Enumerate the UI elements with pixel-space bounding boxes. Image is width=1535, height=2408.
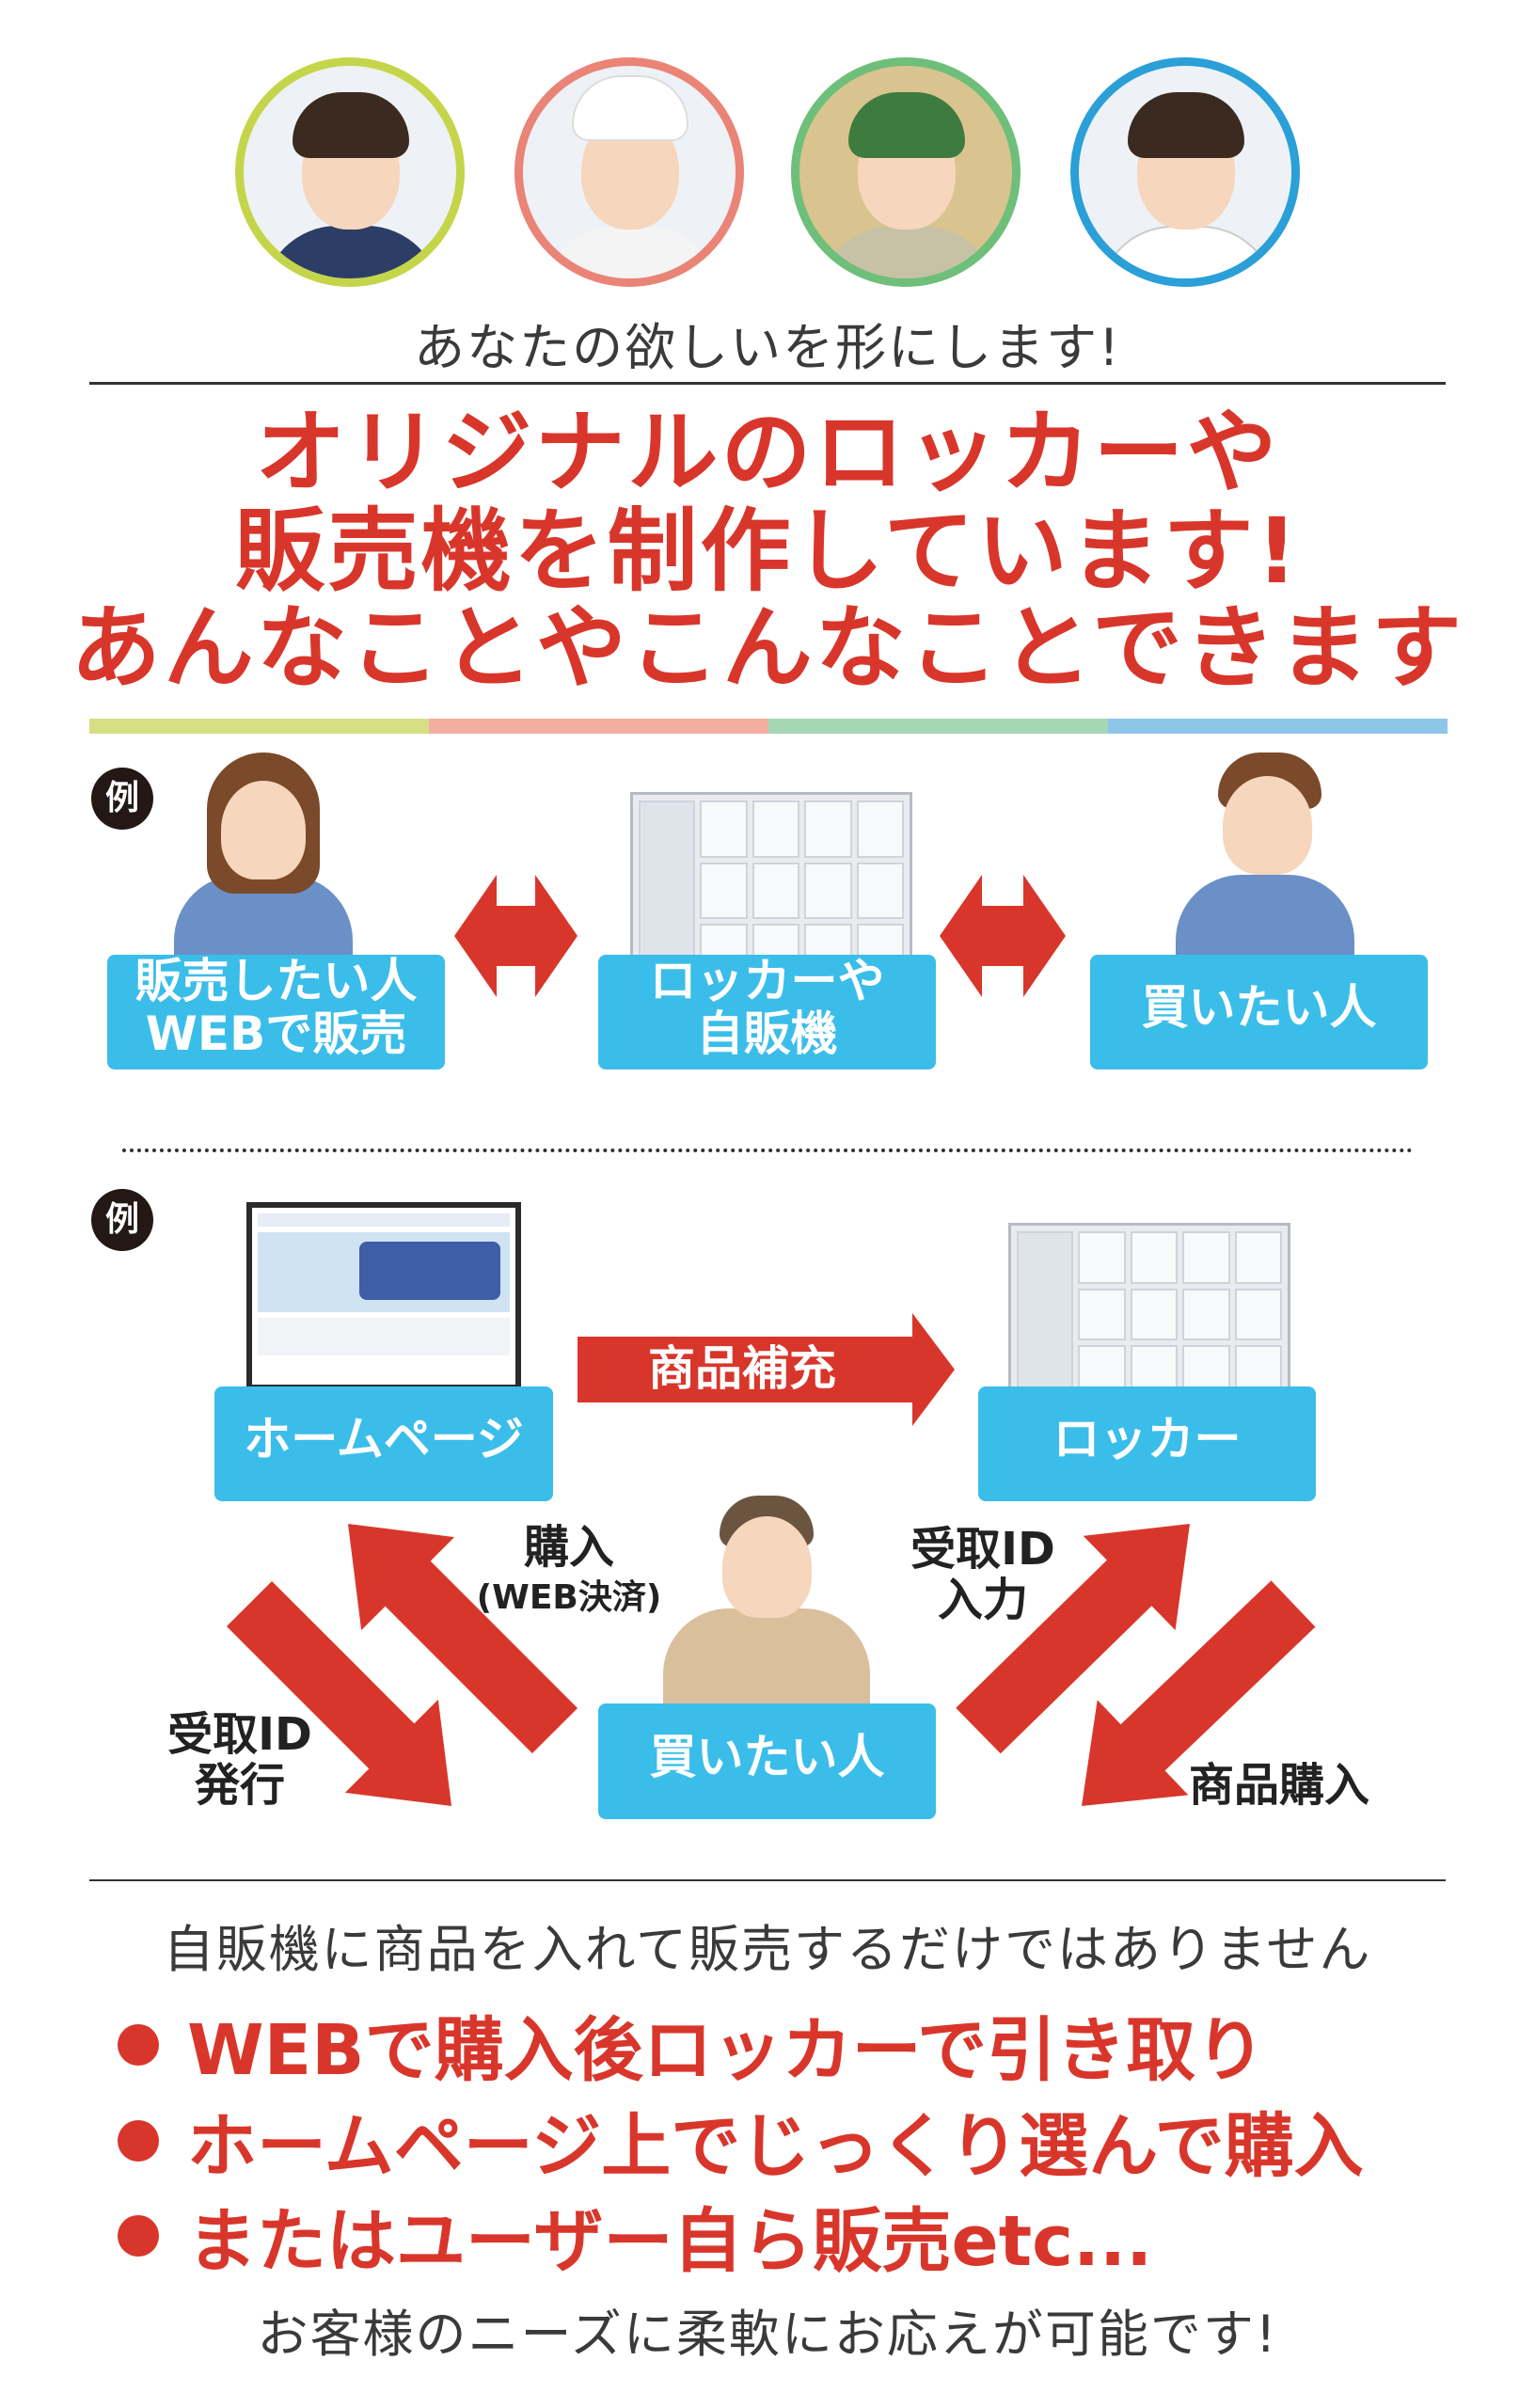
product-purchase-label: 商品購入 xyxy=(1188,1759,1369,1812)
locker-image xyxy=(1008,1223,1290,1406)
id-issue-label-2: 発行 xyxy=(194,1759,285,1812)
color-bar-3 xyxy=(768,719,1108,734)
locker-label: ロッカー xyxy=(1052,1412,1242,1466)
closing-text: お客様のニーズに柔軟にお応えが可能です! xyxy=(257,2305,1278,2364)
avatar-businessman xyxy=(235,57,465,287)
machine-label-2: 自販機 xyxy=(696,1006,838,1061)
avatar-grocer xyxy=(791,57,1021,287)
purchase-note: (WEB決済) xyxy=(476,1578,662,1617)
color-bar-1 xyxy=(89,719,429,734)
tagline: あなたの欲しいを形にします! xyxy=(414,318,1121,377)
dotted-divider xyxy=(122,1149,1413,1152)
headline-line-3: あんなことやこんなことできます xyxy=(70,595,1465,701)
buyer-box-2: 買いたい人 xyxy=(598,1703,936,1819)
locker-vending-box: ロッカーや自販機 xyxy=(598,955,936,1069)
buyer-box: 買いたい人 xyxy=(1090,955,1428,1069)
divider xyxy=(89,1879,1446,1881)
locker-box: ロッカー xyxy=(978,1386,1316,1501)
avatar-chef xyxy=(514,57,744,287)
bullet-dot-icon xyxy=(118,2023,159,2066)
purchase-arrow xyxy=(348,1524,578,1754)
bullet-item: またはユーザー自ら販売etc... xyxy=(118,2185,1152,2286)
purchase-label: 購入 xyxy=(523,1521,614,1574)
buyer-thumbs-up-illustration xyxy=(649,1496,884,1721)
bullet-text: ホームページ上でじっくり選んで購入 xyxy=(187,2106,1364,2187)
double-arrow-right xyxy=(940,875,1066,997)
seller-label-2: WEBで販売 xyxy=(145,1006,407,1061)
bullet-item: WEBで購入後ロッカーで引き取り xyxy=(118,1994,1265,2095)
bullet-dot-icon xyxy=(118,2119,159,2162)
id-input-label-1: 受取ID xyxy=(910,1523,1055,1576)
product-purchase-arrow xyxy=(1082,1580,1316,1806)
machine-label-1: ロッカーや xyxy=(649,954,885,1008)
double-arrow-left xyxy=(454,875,578,997)
id-input-arrow xyxy=(956,1524,1190,1754)
homepage-monitor-image xyxy=(246,1202,521,1390)
seller-label-1: 販売したい人 xyxy=(135,954,418,1008)
homepage-box: ホームページ xyxy=(214,1386,553,1501)
avatar-doctor xyxy=(1070,57,1300,287)
headline-line-1: オリジナルのロッカーや xyxy=(255,400,1280,505)
buyer-label-2: 買いたい人 xyxy=(649,1729,885,1784)
example-badge: 例 xyxy=(91,768,153,830)
bullet-text: またはユーザー自ら販売etc... xyxy=(187,2201,1153,2282)
divider xyxy=(89,382,1446,385)
bullet-text: WEBで購入後ロッカーで引き取り xyxy=(187,2010,1266,2091)
bullet-item: ホームページ上でじっくり選んで購入 xyxy=(118,2090,1364,2191)
id-issue-arrow xyxy=(226,1580,451,1806)
bottom-intro: 自販機に商品を入れて販売するだけではありません xyxy=(163,1920,1372,1979)
buyer-label: 買いたい人 xyxy=(1141,980,1377,1035)
restock-arrow xyxy=(578,1313,955,1426)
homepage-label: ホームページ xyxy=(244,1412,524,1466)
bullet-dot-icon xyxy=(118,2214,159,2257)
color-bar-2 xyxy=(429,719,768,734)
headline-line-2: 販売機を制作しています! xyxy=(234,499,1301,604)
id-input-label-2: 入力 xyxy=(937,1574,1028,1626)
restock-label: 商品補充 xyxy=(648,1341,836,1396)
example-badge: 例 xyxy=(91,1189,153,1251)
id-issue-label-1: 受取ID xyxy=(167,1708,312,1761)
color-bar-4 xyxy=(1108,719,1448,734)
